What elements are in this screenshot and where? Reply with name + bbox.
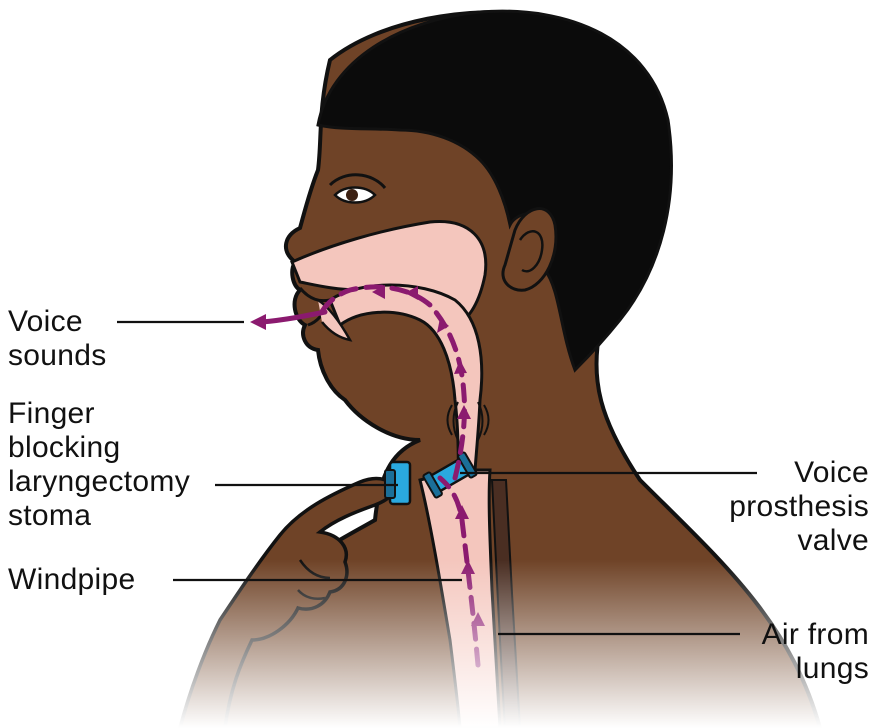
iris — [346, 189, 358, 201]
label-windpipe: Windpipe — [8, 563, 135, 597]
label-air-line1: Air from — [762, 618, 869, 652]
label-air-from-lungs: Air from lungs — [762, 618, 869, 686]
label-voice-sounds-line1: Voice — [8, 305, 107, 339]
label-voice-sounds: Voice sounds — [8, 305, 107, 373]
label-finger-line3: laryngectomy — [8, 465, 190, 499]
label-voice-sounds-line2: sounds — [8, 339, 107, 373]
voice-sound-arrowhead — [250, 314, 266, 330]
label-valve-line3: valve — [729, 524, 869, 558]
label-finger-blocking: Finger blocking laryngectomy stoma — [8, 397, 190, 533]
label-finger-line4: stoma — [8, 499, 190, 533]
label-valve-line1: Voice — [729, 456, 869, 490]
label-voice-prosthesis-valve: Voice prosthesis valve — [729, 456, 869, 558]
label-valve-line2: prosthesis — [729, 490, 869, 524]
label-finger-line2: blocking — [8, 431, 190, 465]
label-finger-line1: Finger — [8, 397, 190, 431]
label-windpipe-line1: Windpipe — [8, 563, 135, 597]
label-air-line2: lungs — [762, 652, 869, 686]
